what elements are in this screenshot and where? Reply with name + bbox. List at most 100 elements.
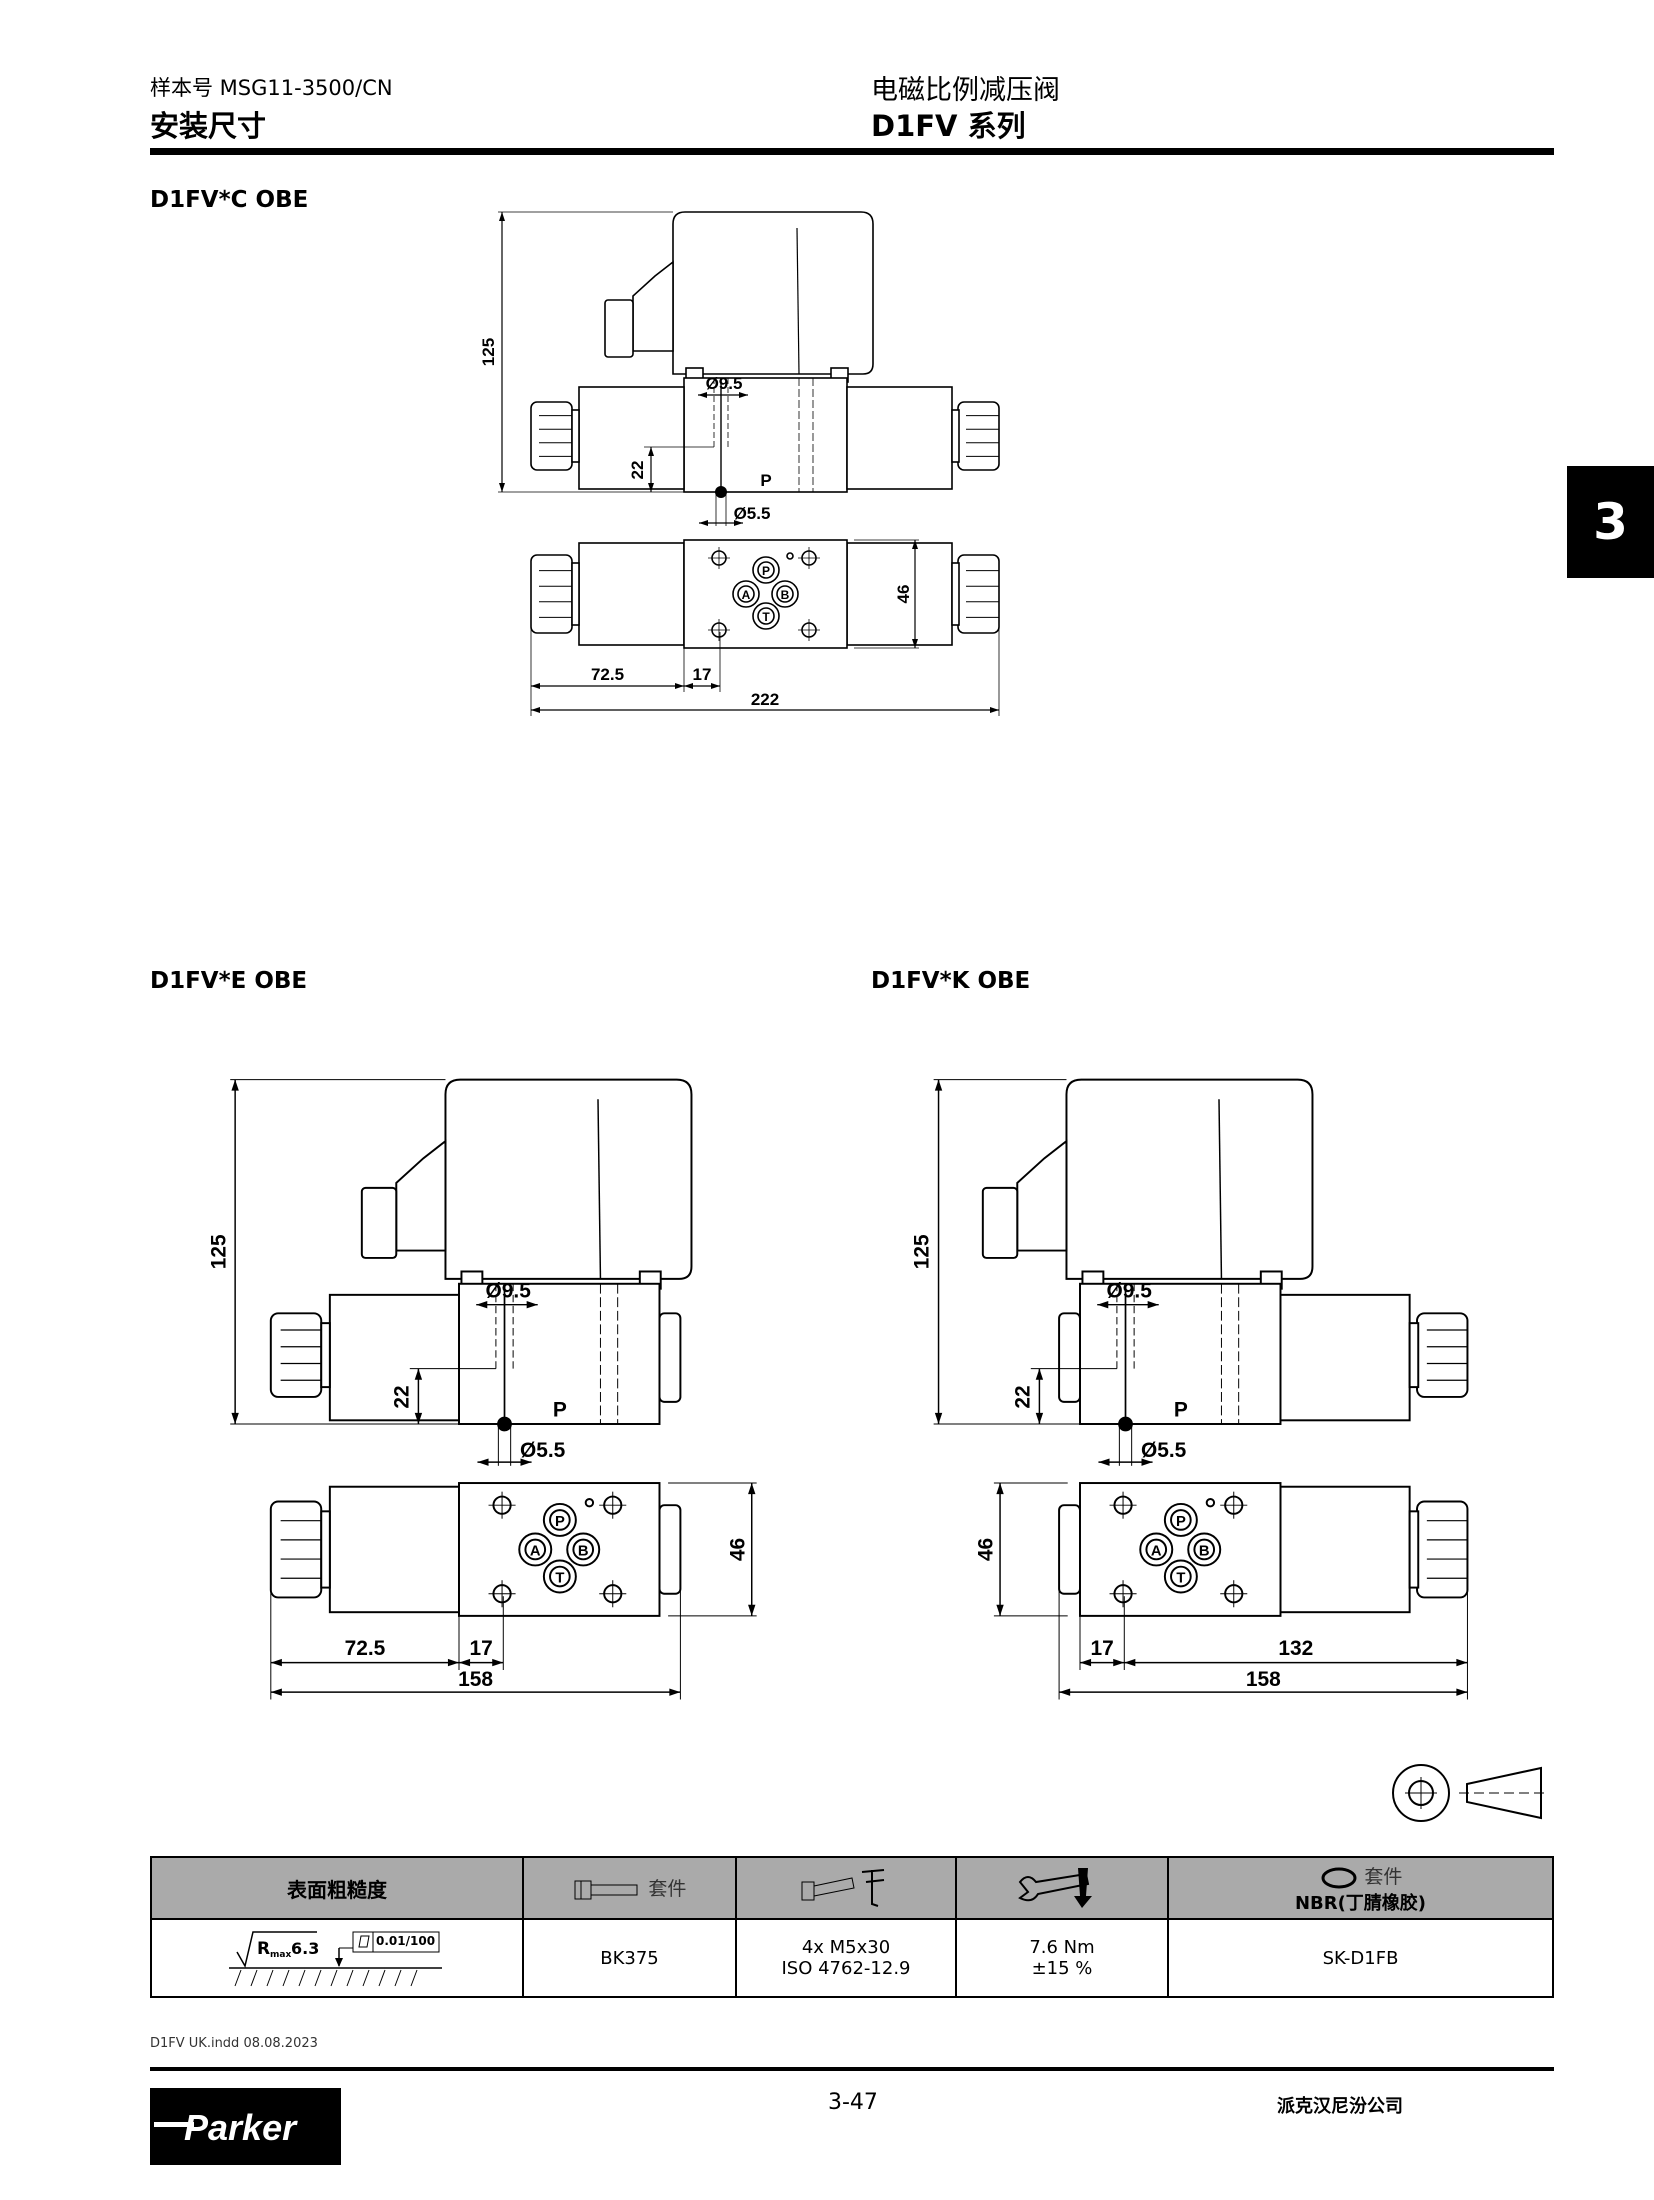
arrowhead <box>414 1412 423 1424</box>
width-dim-label: 46 <box>894 585 913 604</box>
arrowhead <box>996 1604 1004 1616</box>
solenoid-left-bottom <box>328 1485 460 1614</box>
pin-hole <box>715 486 727 498</box>
port-label: A <box>1151 1544 1162 1560</box>
company-name: 派克汉尼汾公司 <box>1277 2096 1403 2117</box>
arrowhead <box>748 1483 756 1495</box>
knob-collar <box>320 1510 331 1589</box>
width-dim-label: 46 <box>726 1538 749 1561</box>
width-dim-label: 46 <box>975 1538 998 1561</box>
svg-text:Parker: Parker <box>184 2107 298 2148</box>
port <box>1145 1538 1168 1561</box>
connector-plug <box>981 1186 1019 1259</box>
arrowhead <box>231 1412 239 1424</box>
knob-collar <box>571 409 580 463</box>
solenoid-left-side <box>328 1293 460 1422</box>
arrowhead <box>1456 1658 1468 1667</box>
plug-nut-left-bottom <box>1058 1504 1081 1595</box>
total-length-label: 158 <box>1246 1668 1281 1691</box>
locating-pin-hole <box>786 552 794 560</box>
port <box>1170 1565 1192 1588</box>
coil-housing <box>672 211 874 375</box>
series-title: D1FV 系列 <box>871 109 1026 143</box>
knob-left-side <box>530 401 573 471</box>
roughness-cell: R max 6.3 0.01/100 <box>150 1918 524 1998</box>
arrowhead <box>1080 1658 1092 1667</box>
arrowhead <box>912 540 918 549</box>
arrowhead <box>698 392 707 398</box>
arrowhead <box>499 483 505 492</box>
arrowhead <box>1035 1412 1044 1424</box>
port-label: T <box>1176 1571 1185 1587</box>
arrowhead <box>648 483 654 492</box>
roughness-value: 6.3 <box>291 1939 320 1958</box>
arrowhead <box>675 683 684 689</box>
arrowhead <box>476 1301 488 1309</box>
knob-right-bottom <box>957 554 1000 634</box>
arrowhead <box>270 1688 282 1696</box>
pin-dim-label: Ø5.5 <box>1141 1439 1187 1462</box>
center-dim-label: 17 <box>470 1637 493 1660</box>
center-dim-label: 17 <box>693 665 712 684</box>
arrowhead <box>520 1458 532 1466</box>
depth-dim-label: 22 <box>1012 1385 1035 1408</box>
footer-rule <box>150 2067 1554 2071</box>
port <box>757 561 775 579</box>
connector-bracket <box>395 1139 447 1252</box>
pin-dim-label: Ø5.5 <box>734 504 771 523</box>
knob-collar <box>320 1322 331 1389</box>
depth-dim-label: 22 <box>391 1385 414 1408</box>
height-dim-label: 125 <box>479 338 498 366</box>
torque-tolerance: ±15 % <box>1031 1958 1093 1979</box>
arrowhead <box>990 707 999 713</box>
arrowhead <box>734 520 743 526</box>
header-roughness: 表面粗糙度 <box>150 1856 524 1920</box>
arrowhead <box>1141 1458 1153 1466</box>
knob-left-side <box>269 1312 323 1398</box>
knob-collar <box>1408 1322 1420 1389</box>
arrowhead <box>1147 1301 1159 1309</box>
catalog-number: 样本号 MSG11-3500/CN <box>150 76 393 100</box>
port-label: P <box>555 1514 565 1530</box>
locating-pin-hole <box>584 1498 595 1508</box>
chapter-tab: 3 <box>1567 466 1654 578</box>
port-label: B <box>578 1544 589 1560</box>
arrowhead <box>934 1079 943 1091</box>
arrowhead <box>477 1458 489 1466</box>
file-info: D1FV UK.indd 08.08.2023 <box>150 2036 318 2051</box>
arrowhead <box>1124 1658 1136 1667</box>
section-title: 安装尺寸 <box>150 109 267 143</box>
knob-collar <box>951 562 960 626</box>
port-label: B <box>1199 1544 1210 1560</box>
center-dim-label: 17 <box>1091 1637 1114 1660</box>
arrowhead <box>1456 1688 1468 1696</box>
bolt-kit-cell: BK375 <box>522 1918 737 1998</box>
header-seal-kit: 套件 NBR(丁腈橡胶) <box>1167 1856 1554 1920</box>
arrowhead <box>447 1658 459 1667</box>
header-rule <box>150 148 1554 155</box>
connector-plug <box>604 299 634 358</box>
table-header-row: 表面粗糙度 套件 套件 NBR(丁腈橡胶) <box>150 1856 1554 1920</box>
seal-kit-cell: SK-D1FB <box>1167 1918 1554 1998</box>
port-label: P <box>762 564 770 578</box>
total-length-label: 158 <box>458 1668 493 1691</box>
port <box>1170 1509 1192 1531</box>
bore-dim-label: Ø9.5 <box>706 374 743 393</box>
arrowhead <box>699 520 708 526</box>
pin-hole <box>1118 1416 1133 1432</box>
arrowhead <box>748 1604 756 1616</box>
arrowhead <box>1035 1368 1044 1380</box>
parker-logo: Parker <box>150 2088 341 2165</box>
header-seal-kit-label: 套件 <box>1364 1865 1403 1888</box>
port-label: B <box>781 588 790 602</box>
roughness-r: R <box>257 1939 271 1959</box>
bolt-gauge-icon <box>801 1869 885 1907</box>
port <box>776 585 794 603</box>
height-dim-label: 125 <box>207 1234 230 1269</box>
plug-nut-left-side <box>1058 1312 1081 1403</box>
right-dim-label: 132 <box>1278 1637 1313 1660</box>
knob-collar <box>571 562 580 626</box>
